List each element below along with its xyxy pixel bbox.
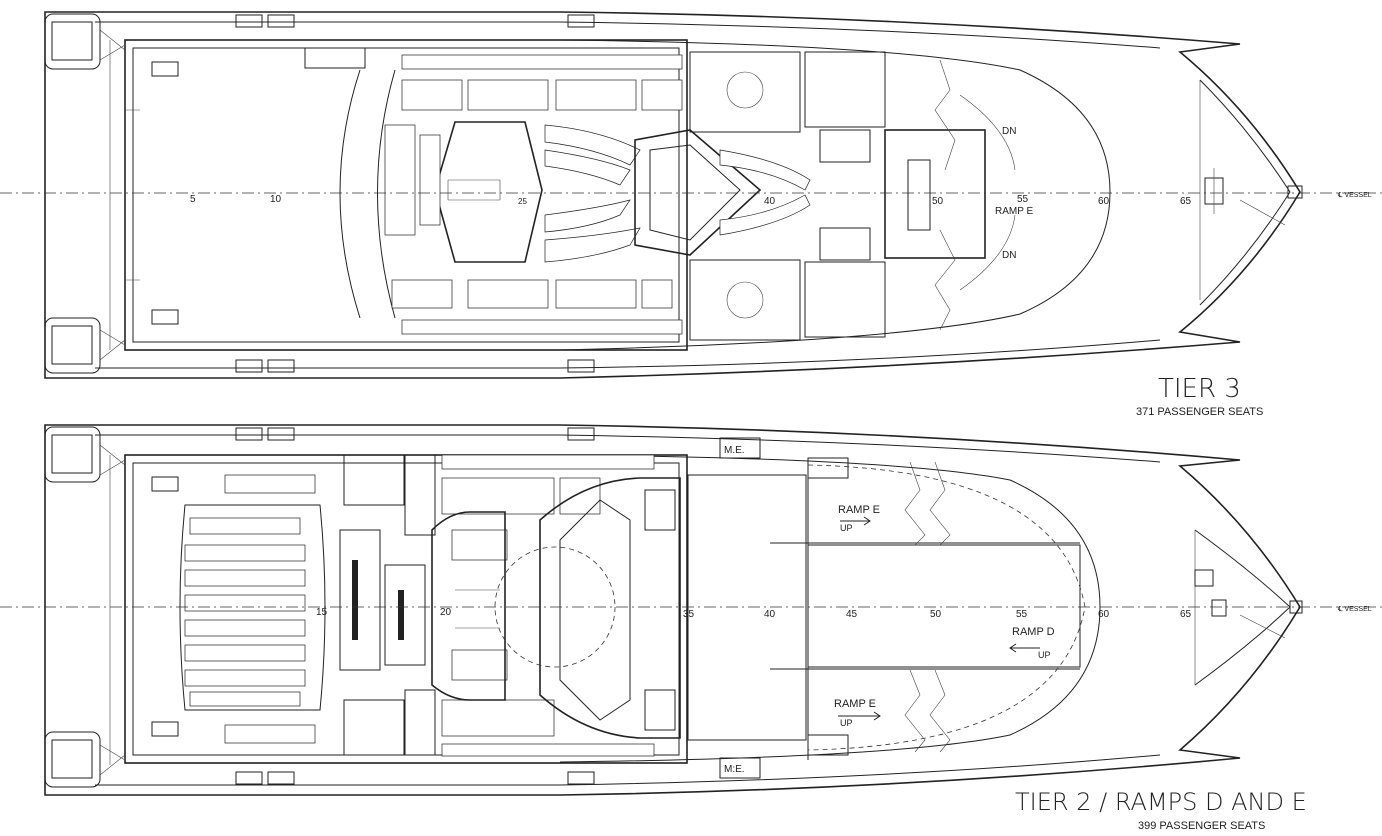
tier2-ramp-e-top: RAMP E bbox=[838, 504, 880, 516]
tier3-frame-50: 50 bbox=[932, 196, 944, 207]
tier3-frame-40: 40 bbox=[764, 196, 776, 207]
tier3-centerline-label: ℄ VESSEL bbox=[1337, 192, 1372, 199]
tier2-up-bottom: UP bbox=[840, 718, 853, 728]
tier2-restrooms bbox=[339, 529, 381, 671]
tier2-central-stair bbox=[431, 511, 506, 701]
tier3-frame-5: 5 bbox=[190, 194, 196, 205]
tier2-title: TIER 2 / RAMPS D AND E bbox=[1015, 788, 1307, 816]
tier3-frame-65: 65 bbox=[1180, 196, 1192, 207]
tier3-dn-bottom: DN bbox=[1002, 250, 1016, 261]
tier2-me-top-box bbox=[719, 437, 761, 459]
tier3-frame-55: 55 bbox=[1017, 194, 1029, 205]
tier3-wheelhouse bbox=[884, 129, 986, 259]
tier3-plan bbox=[0, 11, 1382, 379]
tier2-frame-35: 35 bbox=[683, 609, 695, 620]
tier2-frame-65: 65 bbox=[1180, 609, 1192, 620]
tier2-me-bottom-box bbox=[719, 757, 761, 779]
tier3-seat-count: 371 PASSENGER SEATS bbox=[1136, 406, 1263, 418]
tier2-frame-20: 20 bbox=[440, 607, 452, 618]
tier3-dn-top: DN bbox=[1002, 126, 1016, 137]
tier2-up-mid: UP bbox=[1038, 650, 1051, 660]
tier2-centerline-label: ℄ VESSEL bbox=[1337, 606, 1372, 613]
tier3-title: TIER 3 bbox=[1158, 374, 1241, 404]
tier3-bar bbox=[634, 129, 762, 256]
tier3-room-upper bbox=[689, 51, 801, 133]
tier2-car-deck-aft bbox=[687, 474, 807, 741]
tier2-seats-central bbox=[441, 454, 655, 757]
tier3-frame-10: 10 bbox=[270, 194, 282, 205]
tier3-hull-outline bbox=[44, 11, 1301, 379]
tier2-ramp-e-bottom: RAMP E bbox=[834, 698, 876, 710]
tier3-room-lower bbox=[689, 259, 801, 341]
tier2-frame-15: 15 bbox=[316, 607, 328, 618]
tier2-frame-55: 55 bbox=[1016, 609, 1028, 620]
tier3-ramp-e: RAMP E bbox=[995, 206, 1033, 217]
tier2-frame-40: 40 bbox=[764, 609, 776, 620]
tier2-me-top: M.E. bbox=[724, 445, 745, 456]
tier3-frame-60: 60 bbox=[1098, 196, 1110, 207]
tier3-deckhouse bbox=[124, 39, 688, 351]
tier2-frame-45: 45 bbox=[846, 609, 858, 620]
tier2-up-top: UP bbox=[840, 523, 853, 533]
tier2-forward-lounge bbox=[539, 477, 681, 739]
tier2-frame-50: 50 bbox=[930, 609, 942, 620]
tier3-seats-upper bbox=[391, 54, 683, 335]
tier2-seats-aft bbox=[179, 474, 326, 744]
tier2-plan bbox=[0, 424, 1382, 796]
tier2-me-bottom: M:E. bbox=[724, 764, 745, 775]
tier3-seats-forward bbox=[384, 124, 641, 263]
tier3-frame-25: 25 bbox=[518, 197, 527, 206]
tier2-seat-count: 399 PASSENGER SEATS bbox=[1138, 820, 1265, 831]
tier3-central-stair bbox=[434, 121, 543, 263]
tier2-frame-60: 60 bbox=[1098, 609, 1110, 620]
tier2-ramp-d: RAMP D bbox=[1012, 626, 1055, 638]
tier2-ramp-d bbox=[807, 544, 1081, 668]
